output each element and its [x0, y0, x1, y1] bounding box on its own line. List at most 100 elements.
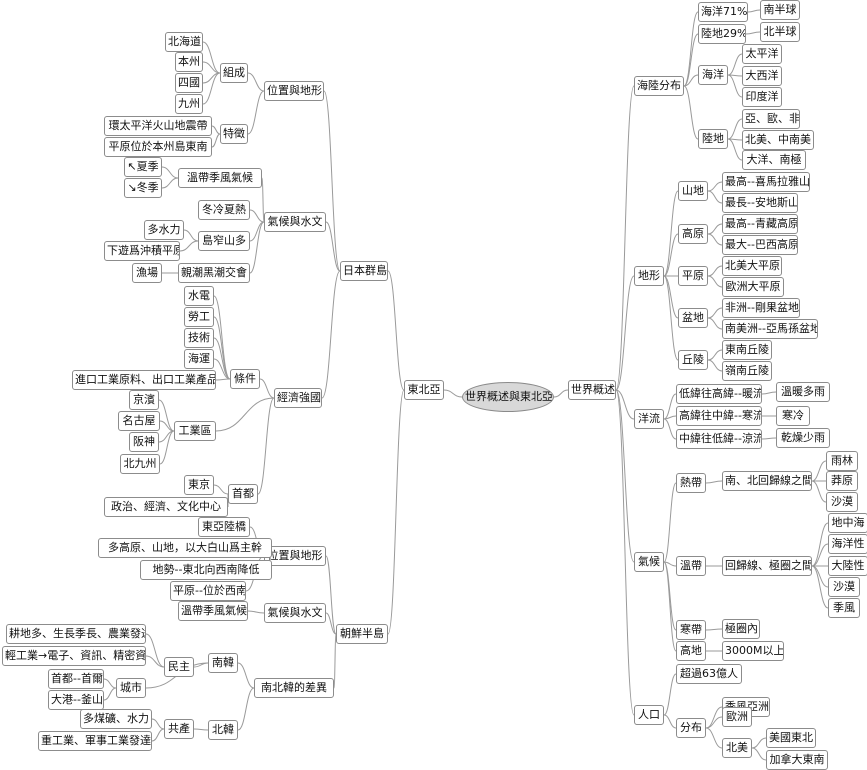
topic-node[interactable]: 盆地 [678, 308, 708, 328]
topic-node[interactable]: 太平洋 [742, 44, 782, 64]
topic-node[interactable]: 美國東北 [766, 728, 816, 748]
topic-node[interactable]: 溫帶季風氣候 [178, 168, 262, 188]
topic-node[interactable]: 北半球 [760, 22, 800, 42]
topic-node[interactable]: 北美 [722, 738, 752, 758]
topic-node[interactable]: 北海道 [165, 32, 203, 52]
topic-node[interactable]: 平原 [678, 266, 708, 286]
topic-node[interactable]: 平原位於本州島東南 [104, 137, 212, 157]
topic-node[interactable]: 熱帶 [676, 473, 706, 493]
topic-node[interactable]: 非洲--剛果盆地 [722, 298, 800, 318]
topic-node[interactable]: 首都 [228, 484, 258, 504]
topic-node[interactable]: 親潮黑潮交會 [178, 263, 250, 283]
topic-node[interactable]: 氣候與水文 [264, 212, 326, 232]
topic-node[interactable]: 北九州 [120, 454, 160, 474]
topic-node[interactable]: 島窄山多 [198, 231, 250, 251]
topic-node[interactable]: 寒冷 [776, 406, 810, 426]
topic-node[interactable]: 南北韓的差異 [254, 678, 334, 698]
topic-node[interactable]: 大陸性 [828, 556, 867, 576]
topic-node[interactable]: 溫暖多雨 [776, 382, 830, 402]
topic-node[interactable]: 歐洲 [722, 707, 752, 727]
topic-node[interactable]: 條件 [230, 369, 260, 389]
topic-node[interactable]: 海運 [184, 349, 214, 369]
topic-node[interactable]: 東北亞 [404, 380, 444, 400]
topic-node[interactable]: 溫帶季風氣候 [178, 601, 248, 621]
topic-node[interactable]: 莽原 [826, 471, 858, 491]
topic-node[interactable]: 四國 [175, 73, 203, 93]
topic-node[interactable]: 3000M以上 [722, 641, 784, 661]
topic-node[interactable]: 大洋、南極 [742, 150, 806, 170]
topic-node[interactable]: 地勢--東北向西南降低 [140, 560, 272, 580]
topic-node[interactable]: ↖夏季 [124, 157, 162, 177]
topic-node[interactable]: 名古屋 [118, 411, 160, 431]
topic-node[interactable]: 氣候與水文 [264, 603, 326, 623]
topic-node[interactable]: 下遊爲沖積平原 [104, 241, 180, 261]
topic-node[interactable]: 沙漠 [828, 577, 860, 597]
topic-node[interactable]: 冬冷夏熱 [198, 200, 250, 220]
topic-node[interactable]: 城市 [116, 678, 146, 698]
topic-node[interactable]: 經濟強國 [274, 388, 322, 408]
topic-node[interactable]: 陸地29% [698, 24, 746, 44]
topic-node[interactable]: 亞、歐、非 [742, 109, 800, 129]
topic-node[interactable]: 位置與地形 [264, 546, 326, 566]
topic-node[interactable]: 海洋性 [828, 534, 867, 554]
topic-node[interactable]: 九州 [175, 94, 203, 114]
topic-node[interactable]: 東京 [184, 475, 214, 495]
topic-node[interactable]: 北美、中南美 [742, 130, 814, 150]
topic-node[interactable]: 共產 [164, 719, 194, 739]
topic-node[interactable]: 高原 [678, 224, 708, 244]
topic-node[interactable]: 阪神 [129, 432, 159, 452]
topic-node[interactable]: 大港--釜山 [48, 690, 104, 710]
topic-node[interactable]: 海陸分布 [634, 76, 684, 96]
topic-node[interactable]: 最大--巴西高原 [722, 235, 798, 255]
topic-node[interactable]: 人口 [634, 705, 664, 725]
topic-node[interactable]: 雨林 [826, 451, 858, 471]
topic-node[interactable]: 歐洲大平原 [722, 277, 784, 297]
topic-node[interactable]: 漁場 [132, 263, 162, 283]
topic-node[interactable]: 加拿大東南 [766, 750, 828, 770]
topic-node[interactable]: 寒帶 [676, 620, 706, 640]
topic-node[interactable]: 民主 [164, 657, 194, 677]
topic-node[interactable]: 耕地多、生長季長、農業發達 [6, 624, 146, 644]
topic-node[interactable]: 分布 [676, 718, 706, 738]
topic-node[interactable]: 地中海 [828, 513, 867, 533]
topic-node[interactable]: 季風 [828, 598, 860, 618]
topic-node[interactable]: 溫帶 [676, 556, 706, 576]
topic-node[interactable]: 重工業、軍事工業發達 [38, 731, 152, 751]
topic-node[interactable]: 沙漠 [826, 492, 858, 512]
topic-node[interactable]: ↘冬季 [124, 178, 162, 198]
topic-node[interactable]: 南韓 [208, 653, 238, 673]
topic-node[interactable]: 最高--喜馬拉雅山 [722, 172, 810, 192]
topic-node[interactable]: 極圈內 [722, 619, 760, 639]
topic-node[interactable]: 東亞陸橋 [198, 517, 250, 537]
topic-node[interactable]: 京濱 [129, 390, 159, 410]
topic-node[interactable]: 高緯往中緯--寒流 [676, 406, 762, 426]
topic-node[interactable]: 南半球 [760, 0, 800, 20]
topic-node[interactable]: 低緯往高緯--暖流 [676, 384, 762, 404]
topic-node[interactable]: 超過63億人 [676, 664, 742, 684]
topic-node[interactable]: 東南丘陵 [722, 340, 772, 360]
topic-node[interactable]: 北韓 [208, 720, 238, 740]
topic-node[interactable]: 洋流 [634, 409, 664, 429]
topic-node[interactable]: 工業區 [174, 421, 216, 441]
topic-node[interactable]: 大西洋 [742, 66, 782, 86]
topic-node[interactable]: 日本群島 [340, 261, 388, 281]
topic-node[interactable]: 輕工業→電子、資訊、精密資訊 [2, 646, 146, 666]
topic-node[interactable]: 丘陵 [678, 350, 708, 370]
topic-node[interactable]: 環太平洋火山地震帶 [104, 116, 212, 136]
topic-node[interactable]: 朝鮮半島 [336, 624, 388, 644]
topic-node[interactable]: 勞工 [184, 307, 214, 327]
topic-node[interactable]: 海洋71% [698, 2, 748, 22]
topic-node[interactable]: 世界概述 [568, 380, 616, 400]
topic-node[interactable]: 南、北回歸線之間 [722, 471, 812, 491]
topic-node[interactable]: 氣候 [634, 552, 664, 572]
topic-node[interactable]: 最長--安地斯山 [722, 193, 798, 213]
topic-node[interactable]: 進口工業原料、出口工業產品 [72, 370, 216, 390]
topic-node[interactable]: 技術 [184, 328, 214, 348]
root-topic[interactable]: 世界概述與東北亞 [462, 382, 554, 412]
topic-node[interactable]: 位置與地形 [264, 81, 324, 101]
topic-node[interactable]: 最高--青藏高原 [722, 214, 798, 234]
topic-node[interactable]: 組成 [220, 63, 248, 83]
topic-node[interactable]: 中緯往低緯--涼流 [676, 429, 762, 449]
topic-node[interactable]: 陸地 [698, 129, 728, 149]
topic-node[interactable]: 平原--位於西南 [170, 581, 246, 601]
